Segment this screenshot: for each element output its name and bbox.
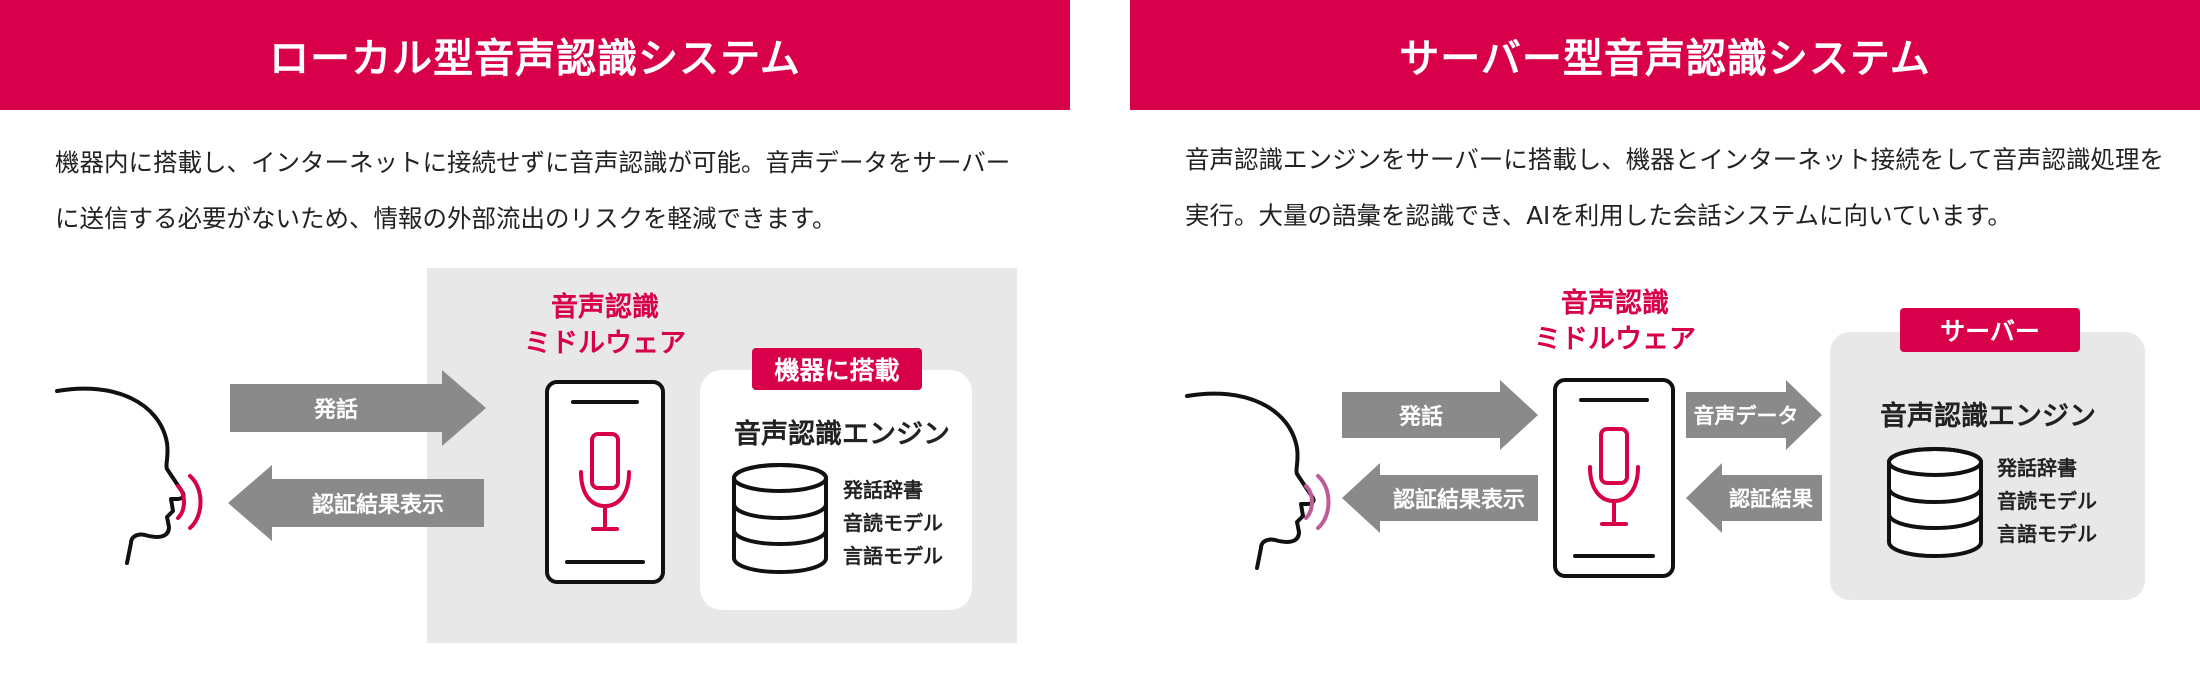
- engine-title: 音声認識エンジン: [734, 419, 950, 450]
- speech-arrow: [230, 370, 486, 446]
- voice-data-arrow: [1686, 380, 1822, 450]
- speech-arrow-label: 発話: [313, 398, 358, 423]
- engine-title: 音声認識エンジン: [1880, 401, 2096, 432]
- microphone-icon: [579, 432, 631, 531]
- speech-arrow: [1342, 380, 1538, 450]
- embedded-tag: 機器に搭載: [752, 348, 922, 390]
- model-item: 発話辞書: [843, 478, 923, 502]
- server-system-panel: サーバー型音声認識システム 音声認識エンジンをサーバーに搭載し、機器とインターネ…: [1130, 0, 2200, 695]
- model-item: 言語モデル: [843, 544, 943, 568]
- result-arrow: [228, 465, 484, 541]
- model-list: 発話辞書 音読モデル 言語モデル: [843, 474, 943, 573]
- middleware-label: 音声認識 ミドルウェア: [524, 292, 686, 359]
- local-system-panel: ローカル型音声認識システム 機器内に搭載し、インターネットに接続せずに音声認識が…: [0, 0, 1070, 695]
- model-item: 発話辞書: [1997, 456, 2077, 480]
- voice-data-arrow-label: 音声データ: [1693, 404, 1799, 428]
- voice-wave-icon: [1304, 474, 1331, 530]
- local-title: ローカル型音声認識システム: [0, 0, 1070, 110]
- smartphone-icon: [545, 380, 665, 584]
- model-item: 音読モデル: [1997, 489, 2097, 513]
- recognition-arrow-label: 認証結果: [1729, 487, 1813, 511]
- server-title: サーバー型音声認識システム: [1130, 0, 2200, 110]
- result-arrow-label: 認証結果表示: [1392, 488, 1525, 513]
- recognition-arrow: [1686, 463, 1822, 533]
- result-arrow: [1342, 463, 1538, 533]
- smartphone-icon: [1553, 378, 1675, 578]
- server-tag: サーバー: [1900, 308, 2080, 352]
- model-list: 発話辞書 音読モデル 言語モデル: [1997, 452, 2097, 551]
- server-description: 音声認識エンジンをサーバーに搭載し、機器とインターネット接続をして音声認識処理を…: [1185, 145, 2165, 230]
- database-icon: [1887, 447, 1983, 559]
- model-item: 言語モデル: [1997, 522, 2097, 546]
- speech-arrow-label: 発話: [1398, 405, 1443, 430]
- microphone-icon: [1588, 427, 1640, 526]
- voice-wave-icon: [176, 474, 203, 530]
- result-arrow-label: 認証結果表示: [311, 493, 444, 518]
- model-item: 音読モデル: [843, 511, 943, 535]
- local-description: 機器内に搭載し、インターネットに接続せずに音声認識が可能。音声データをサーバーに…: [55, 148, 1011, 233]
- database-icon: [732, 463, 828, 575]
- middleware-label: 音声認識 ミドルウェア: [1534, 288, 1696, 355]
- server-box: [1830, 332, 2145, 600]
